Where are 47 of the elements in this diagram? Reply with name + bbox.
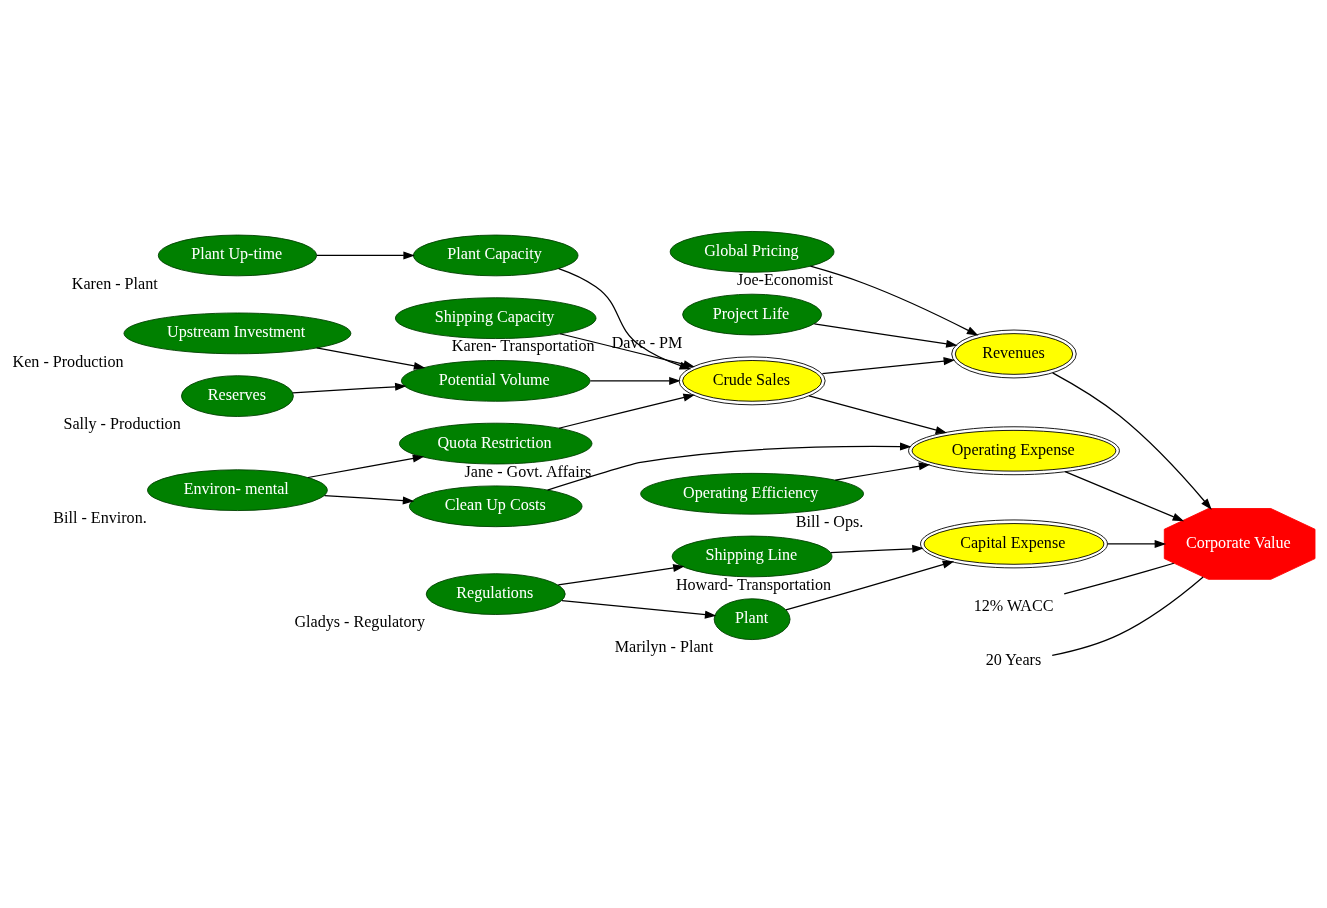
node-label: Marilyn - Plant bbox=[614, 637, 714, 655]
node-ellipse: Clean Up Costs bbox=[408, 484, 583, 527]
arrow bbox=[813, 322, 958, 348]
connector bbox=[1063, 562, 1175, 594]
arrow bbox=[830, 544, 924, 553]
node-text: 12% WACC bbox=[973, 596, 1054, 614]
arrow bbox=[1064, 470, 1185, 521]
node-label: Gladys - Regulatory bbox=[294, 612, 426, 630]
arrow bbox=[557, 563, 685, 586]
arrow bbox=[558, 393, 695, 429]
node-ellipse: Upstream Investment bbox=[123, 312, 352, 354]
node-label: Sally - Production bbox=[63, 414, 181, 432]
node-ellipse: Plant Capacity bbox=[413, 234, 579, 276]
arrow bbox=[589, 376, 681, 385]
arrow bbox=[316, 250, 415, 259]
arrow bbox=[316, 346, 426, 370]
arrow bbox=[292, 382, 407, 393]
node-text: 20 Years bbox=[985, 650, 1042, 668]
arrow bbox=[821, 356, 956, 374]
node-label: Karen- Transportation bbox=[451, 336, 595, 354]
node-ellipse: Environ- mental bbox=[147, 468, 328, 511]
node-label: Jane - Govt. Affairs bbox=[464, 462, 592, 480]
arrow bbox=[809, 265, 979, 335]
arrow bbox=[561, 599, 717, 619]
arrow bbox=[1052, 371, 1212, 510]
node-label: Bill - Ops. bbox=[795, 512, 864, 530]
arrow bbox=[808, 394, 948, 434]
arrow bbox=[307, 454, 425, 478]
node-label: Bill - Environ. bbox=[53, 508, 147, 526]
node-ellipse: Plant Up-time bbox=[157, 234, 317, 276]
node-label: Karen - Plant bbox=[71, 274, 158, 292]
node-ellipse: Regulations bbox=[425, 572, 566, 615]
arrow bbox=[1106, 539, 1167, 548]
node-ellipse: Reserves bbox=[181, 374, 294, 417]
node-ellipse: Project Life bbox=[682, 293, 823, 335]
arrow bbox=[323, 494, 415, 504]
arrow bbox=[834, 461, 931, 481]
connector bbox=[1051, 575, 1204, 656]
node-label: Joe-Economist bbox=[737, 270, 833, 288]
arrow bbox=[785, 560, 955, 611]
node-ellipse: Shipping Capacity bbox=[394, 296, 597, 339]
node-label: Ken - Production bbox=[12, 352, 124, 370]
node-ellipse: Global Pricing bbox=[669, 230, 835, 273]
arrow bbox=[546, 442, 912, 491]
node-ellipse: Plant bbox=[713, 597, 791, 640]
node-ellipse: Operating Efficiency bbox=[640, 472, 864, 515]
node-label: Howard- Transportation bbox=[675, 575, 832, 593]
